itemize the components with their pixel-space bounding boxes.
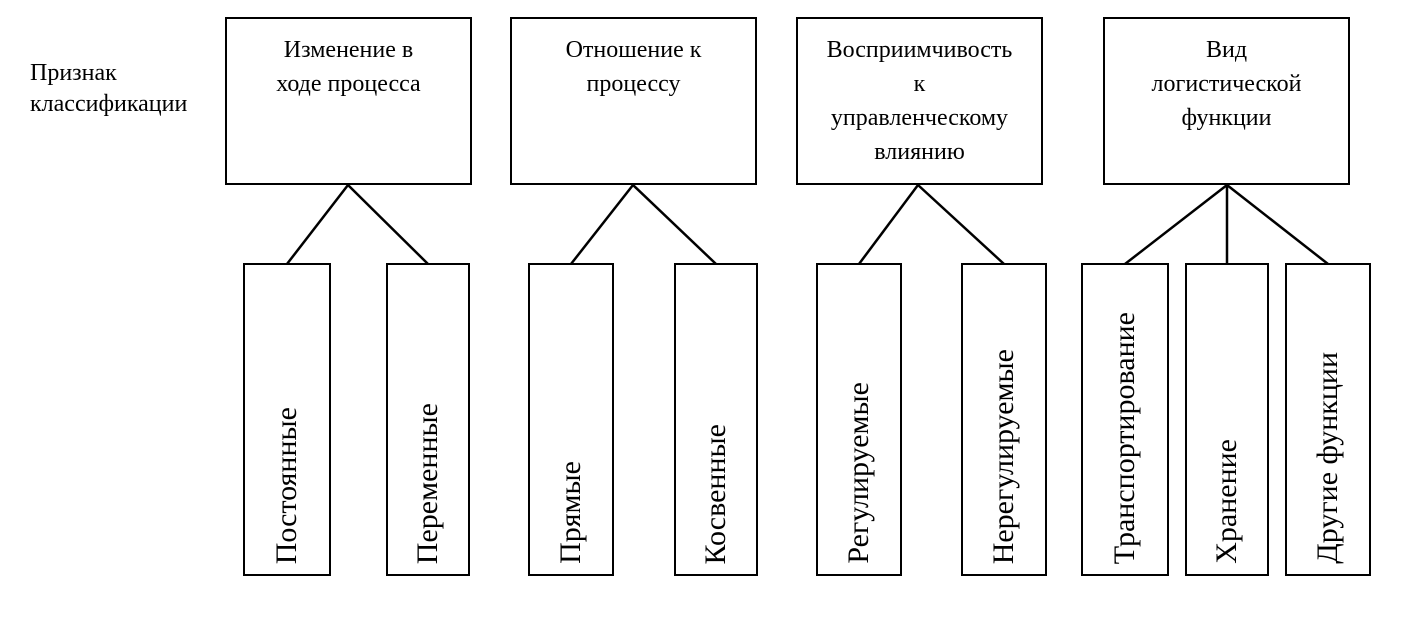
connector-line (286, 184, 349, 265)
leaf-label: Нерегулируемые (987, 348, 1020, 564)
leaf-box-unregulated: Нерегулируемые (961, 263, 1047, 576)
category-label: Отношение к процессу (565, 37, 702, 97)
category-box-process-change: Изменение в ходе процесса (225, 17, 472, 185)
leaf-box-transportation: Транспортирование (1081, 263, 1169, 576)
leaf-label: Другие функции (1311, 352, 1344, 564)
category-label: Восприимчивость к управленческому влияни… (826, 37, 1013, 165)
category-box-management-susceptibility: Восприимчивость к управленческому влияни… (796, 17, 1043, 185)
classification-criterion-label: Признак классификации (30, 60, 188, 117)
leaf-box-regulated: Регулируемые (816, 263, 902, 576)
leaf-label: Регулируемые (842, 382, 875, 564)
leaf-box-indirect: Косвенные (674, 263, 758, 576)
leaf-label: Переменные (411, 402, 444, 564)
connector-line (917, 184, 1005, 265)
connector-line (1124, 184, 1228, 265)
leaf-box-constant: Постоянные (243, 263, 331, 576)
category-box-logistics-function: Вид логистической функции (1103, 17, 1350, 185)
leaf-box-direct: Прямые (528, 263, 614, 576)
connector-line (570, 184, 634, 265)
leaf-box-variable: Переменные (386, 263, 470, 576)
leaf-label: Постоянные (270, 406, 303, 564)
category-label: Изменение в ходе процесса (276, 37, 421, 97)
leaf-label: Хранение (1210, 439, 1243, 564)
leaf-box-other-functions: Другие функции (1285, 263, 1371, 576)
leaf-box-storage: Хранение (1185, 263, 1269, 576)
connector-line (857, 184, 920, 265)
category-label: Вид логистической функции (1151, 37, 1302, 131)
connector-line (1226, 184, 1329, 265)
connector-line (347, 184, 429, 265)
leaf-label: Прямые (554, 461, 587, 564)
connector-line (632, 184, 717, 265)
leaf-label: Транспортирование (1108, 311, 1141, 564)
leaf-label: Косвенные (699, 423, 732, 564)
category-box-process-relation: Отношение к процессу (510, 17, 757, 185)
